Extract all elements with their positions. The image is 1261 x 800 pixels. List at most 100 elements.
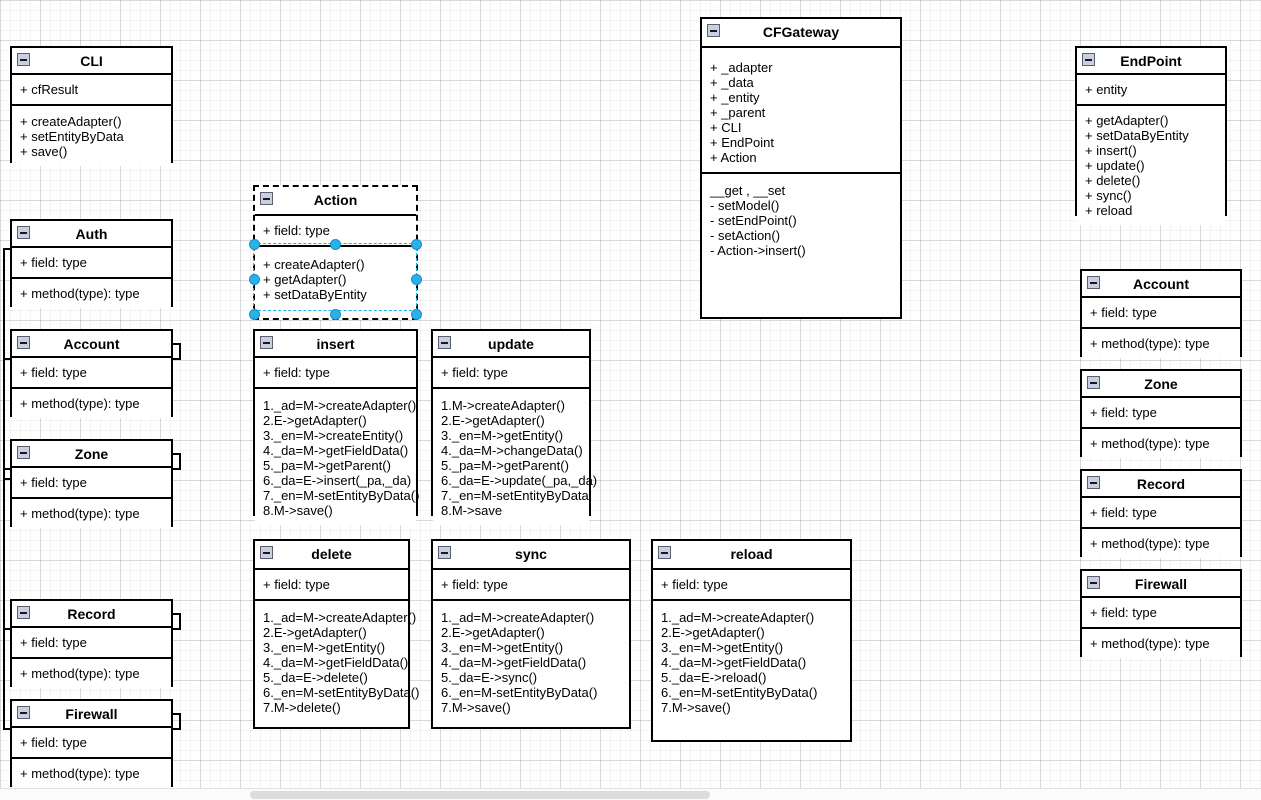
handle-middle-left[interactable] [249, 274, 260, 285]
collapse-minus-icon[interactable] [438, 546, 451, 559]
class-methods-compartment[interactable]: + createAdapter()+ setEntityByData+ save… [12, 106, 171, 166]
collapse-minus-icon[interactable] [1087, 376, 1100, 389]
field-row: + CLI [710, 120, 742, 135]
method-row: 8.M->save [441, 503, 503, 518]
class-methods-compartment[interactable]: + method(type): type [12, 759, 171, 788]
class-fields-compartment[interactable]: + field: type [255, 570, 408, 601]
uml-class-zone-right[interactable]: Zone+ field: type+ method(type): type [1080, 369, 1242, 458]
handle-bottom-center[interactable] [330, 309, 341, 320]
class-methods-compartment[interactable]: 1._ad=M->createAdapter()2.E->getAdapter(… [433, 601, 629, 727]
handle-top-center[interactable] [330, 239, 341, 250]
class-fields-compartment[interactable]: + field: type [12, 728, 171, 759]
collapse-minus-icon[interactable] [1087, 576, 1100, 589]
collapse-minus-icon[interactable] [1087, 276, 1100, 289]
uml-class-account-right[interactable]: Account + field: type + method(type): type [1080, 269, 1242, 358]
collapse-minus-icon[interactable] [658, 546, 671, 559]
class-methods-compartment[interactable]: 1._ad=M->createAdapter()2.E->getAdapter(… [653, 601, 850, 740]
class-header: Firewall [1082, 571, 1240, 598]
uml-class-cli[interactable]: CLI+ cfResult+ createAdapter()+ setEntit… [10, 46, 173, 166]
class-fields-compartment[interactable]: + field: type [1082, 598, 1240, 629]
uml-class-firewall-left[interactable]: Firewall+ field: type+ method(type): typ… [10, 699, 173, 788]
class-header: Action [255, 187, 416, 216]
class-methods-compartment[interactable]: __get , __set- setModel()- setEndPoint()… [702, 174, 900, 317]
collapse-minus-icon[interactable] [17, 53, 30, 66]
class-fields-compartment[interactable]: + entity [1077, 75, 1225, 106]
uml-class-auth[interactable]: Auth+ field: type+ method(type): type [10, 219, 173, 308]
class-methods-compartment[interactable]: + createAdapter()+ getAdapter()+ setData… [255, 247, 416, 318]
collapse-minus-icon[interactable] [17, 606, 30, 619]
collapse-minus-icon[interactable] [707, 24, 720, 37]
uml-class-account-left[interactable]: Account + field: type+ method(type): type [10, 329, 173, 418]
class-name: reload [730, 546, 773, 562]
horizontal-scrollbar-track[interactable] [0, 788, 1261, 800]
class-fields-compartment[interactable]: + field: type [12, 358, 171, 389]
collapse-minus-icon[interactable] [17, 446, 30, 459]
class-methods-compartment[interactable]: + getAdapter()+ setDataByEntity+ insert(… [1077, 106, 1225, 225]
class-fields-compartment[interactable]: + field: type [12, 468, 171, 499]
collapse-minus-icon[interactable] [1087, 476, 1100, 489]
field-row: + field: type [1090, 605, 1157, 620]
class-fields-compartment[interactable]: + field: type [653, 570, 850, 601]
handle-top-right[interactable] [411, 239, 422, 250]
handle-bottom-left[interactable] [249, 309, 260, 320]
method-row: 3._en=M->getEntity() [441, 640, 564, 655]
class-methods-compartment[interactable]: + method(type): type [1082, 629, 1240, 658]
class-methods-compartment[interactable]: + method(type): type [1082, 329, 1240, 358]
handle-middle-right[interactable] [411, 274, 422, 285]
handle-bottom-right[interactable] [411, 309, 422, 320]
uml-class-endpoint[interactable]: EndPoint+ entity+ getAdapter()+ setDataB… [1075, 46, 1227, 225]
class-methods-compartment[interactable]: 1._ad=M->createAdapter()2.E->getAdapter(… [255, 601, 419, 727]
collapse-minus-icon[interactable] [260, 546, 273, 559]
field-row: + field: type [1090, 305, 1157, 320]
handle-top-left[interactable] [249, 239, 260, 250]
class-methods-compartment[interactable]: + method(type): type [1082, 529, 1240, 558]
class-fields-compartment[interactable]: + field: type [433, 570, 629, 601]
uml-class-action[interactable]: Action+ field: type+ createAdapter()+ ge… [253, 185, 418, 320]
class-fields-compartment[interactable]: + field: type [255, 358, 416, 389]
method-row: 7._en=M-setEntityByData [441, 488, 589, 503]
uml-class-zone-left[interactable]: Zone+ field: type+ method(type): type [10, 439, 173, 528]
uml-class-insert[interactable]: insert + field: type 1._ad=M->createAdapte… [253, 329, 419, 525]
class-methods-compartment[interactable]: + method(type): type [12, 389, 171, 418]
class-methods-compartment[interactable]: + method(type): type [12, 499, 171, 528]
collapse-minus-icon[interactable] [260, 336, 273, 349]
class-fields-compartment[interactable]: + _adapter+ _data+ _entity+ _parent+ CLI… [702, 48, 900, 174]
class-header: insert [255, 331, 416, 358]
uml-class-record-left[interactable]: Record+ field: type+ method(type): type [10, 599, 173, 688]
class-fields-compartment[interactable]: + field: type [12, 628, 171, 659]
collapse-minus-icon[interactable] [438, 336, 451, 349]
class-header: CLI [12, 48, 171, 75]
class-name: Account [1133, 276, 1189, 292]
horizontal-scrollbar-thumb[interactable] [250, 791, 710, 799]
method-row: __get , __set [710, 183, 786, 198]
class-methods-compartment[interactable]: + method(type): type [1082, 429, 1240, 458]
class-fields-compartment[interactable]: + field: type [1082, 398, 1240, 429]
class-fields-compartment[interactable]: + field: type [433, 358, 589, 389]
class-methods-compartment[interactable]: 1.M->createAdapter()2.E->getAdapter()3._… [433, 389, 597, 525]
class-fields-compartment[interactable]: + field: type [1082, 298, 1240, 329]
class-name: Account [63, 336, 120, 352]
collapse-minus-icon[interactable] [17, 336, 30, 349]
uml-class-record-right[interactable]: Record+ field: type+ method(type): type [1080, 469, 1242, 558]
uml-class-cfgateway[interactable]: CFGateway+ _adapter+ _data+ _entity+ _pa… [700, 17, 902, 319]
collapse-minus-icon[interactable] [1082, 53, 1095, 66]
collapse-minus-icon[interactable] [17, 226, 30, 239]
class-fields-compartment[interactable]: + field: type [1082, 498, 1240, 529]
method-row: 1._ad=M->createAdapter() [263, 610, 417, 625]
class-fields-compartment[interactable]: + cfResult [12, 75, 171, 106]
class-name: delete [311, 546, 352, 562]
class-methods-compartment[interactable]: 1._ad=M->createAdapter()2.E->getAdapter(… [255, 389, 419, 525]
field-row: + field: type [263, 365, 330, 380]
collapse-minus-icon[interactable] [260, 192, 273, 205]
uml-class-firewall-right[interactable]: Firewall + field: type + method(type): typ… [1080, 569, 1242, 658]
class-methods-compartment[interactable]: + method(type): type [12, 279, 171, 308]
class-fields-compartment[interactable]: + field: type [12, 248, 171, 279]
collapse-minus-icon[interactable] [17, 706, 30, 719]
class-name: Action [313, 192, 358, 208]
class-methods-compartment[interactable]: + method(type): type [12, 659, 171, 688]
